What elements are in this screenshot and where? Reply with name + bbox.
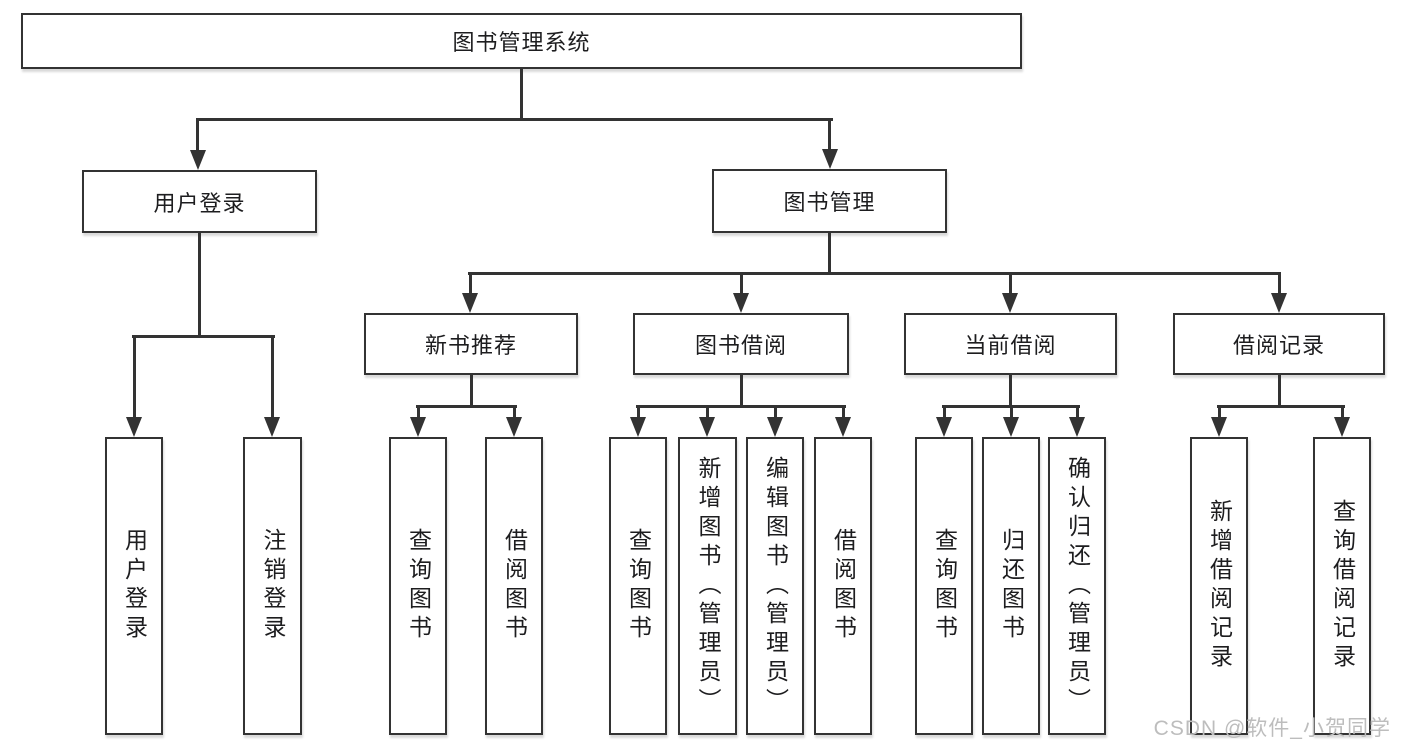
node-root-label: 图书管理系统 xyxy=(452,30,591,55)
leaf-edit-book-admin: 编辑图书（管理员） xyxy=(746,437,804,735)
arrow-down-icon xyxy=(126,417,142,437)
leaf-borrow-book-label: 借阅图书 xyxy=(501,528,528,644)
connector-line xyxy=(470,375,473,407)
connector-line xyxy=(828,233,831,274)
leaf-query-book-2-label: 查询图书 xyxy=(625,528,652,644)
connector-line xyxy=(1278,272,1281,295)
connector-line xyxy=(740,272,743,295)
connector-line xyxy=(706,405,709,419)
leaf-user-login-label: 用户登录 xyxy=(121,528,148,644)
connector-line xyxy=(468,272,1281,275)
arrow-down-icon xyxy=(1211,417,1227,437)
leaf-query-book-label: 查询图书 xyxy=(405,528,432,644)
connector-line xyxy=(520,69,523,118)
leaf-query-book-3-label: 查询图书 xyxy=(931,528,958,644)
leaf-add-borrow-record: 新增借阅记录 xyxy=(1190,437,1248,735)
arrow-down-icon xyxy=(264,417,280,437)
arrow-down-icon xyxy=(733,293,749,313)
leaf-borrow-book: 借阅图书 xyxy=(485,437,543,735)
leaf-query-borrow-record: 查询借阅记录 xyxy=(1313,437,1371,735)
arrow-down-icon xyxy=(1271,293,1287,313)
arrow-down-icon xyxy=(1002,293,1018,313)
leaf-add-borrow-record-label: 新增借阅记录 xyxy=(1206,499,1233,673)
connector-line xyxy=(469,272,472,295)
arrow-down-icon xyxy=(835,417,851,437)
arrow-down-icon xyxy=(462,293,478,313)
leaf-query-book-2: 查询图书 xyxy=(609,437,667,735)
connector-line xyxy=(842,405,845,419)
leaf-return-book: 归还图书 xyxy=(982,437,1040,735)
connector-line xyxy=(1010,405,1013,419)
connector-line xyxy=(196,118,199,152)
connector-line xyxy=(637,405,640,419)
leaf-borrow-book-2-label: 借阅图书 xyxy=(830,528,857,644)
node-book-borrow: 图书借阅 xyxy=(633,313,849,375)
leaf-edit-book-admin-label: 编辑图书（管理员） xyxy=(762,455,789,717)
node-book-borrow-label: 图书借阅 xyxy=(694,333,787,358)
arrow-down-icon xyxy=(699,417,715,437)
leaf-borrow-book-2: 借阅图书 xyxy=(814,437,872,735)
connector-line xyxy=(196,118,833,121)
arrow-down-icon xyxy=(630,417,646,437)
arrow-down-icon xyxy=(1069,417,1085,437)
connector-line xyxy=(198,233,201,337)
connector-line xyxy=(1009,375,1012,407)
leaf-logout: 注销登录 xyxy=(243,437,302,735)
connector-line xyxy=(774,405,777,419)
leaf-add-book-admin: 新增图书（管理员） xyxy=(678,437,737,735)
connector-line xyxy=(1217,405,1345,408)
connector-line xyxy=(132,335,275,338)
arrow-down-icon xyxy=(190,150,206,170)
node-current-borrow-label: 当前借阅 xyxy=(964,333,1057,358)
node-book-management-label: 图书管理 xyxy=(783,190,876,215)
connector-line xyxy=(513,405,516,419)
connector-line xyxy=(1076,405,1079,419)
arrow-down-icon xyxy=(506,417,522,437)
connector-line xyxy=(133,335,136,419)
node-borrow-records-label: 借阅记录 xyxy=(1232,333,1325,358)
connector-line xyxy=(416,405,517,408)
leaf-confirm-return-admin: 确认归还（管理员） xyxy=(1048,437,1106,735)
connector-line xyxy=(417,405,420,419)
node-borrow-records: 借阅记录 xyxy=(1173,313,1385,375)
connector-line xyxy=(1009,272,1012,295)
connector-line xyxy=(636,405,846,408)
node-new-book-recommend-label: 新书推荐 xyxy=(424,333,517,358)
arrow-down-icon xyxy=(822,149,838,169)
arrow-down-icon xyxy=(410,417,426,437)
leaf-return-book-label: 归还图书 xyxy=(998,528,1025,644)
leaf-add-book-admin-label: 新增图书（管理员） xyxy=(695,455,721,717)
leaf-user-login: 用户登录 xyxy=(105,437,163,735)
connector-line xyxy=(1341,405,1344,419)
node-book-management: 图书管理 xyxy=(712,169,947,233)
connector-line xyxy=(943,405,946,419)
connector-line xyxy=(1218,405,1221,419)
arrow-down-icon xyxy=(936,417,952,437)
arrow-down-icon xyxy=(767,417,783,437)
csdn-watermark: CSDN @软件_小贺同学 xyxy=(1153,717,1391,740)
node-user-login-label: 用户登录 xyxy=(153,190,246,216)
arrow-down-icon xyxy=(1003,417,1019,437)
node-current-borrow: 当前借阅 xyxy=(904,313,1117,375)
connector-line xyxy=(271,335,274,419)
node-root: 图书管理系统 xyxy=(21,13,1022,69)
leaf-confirm-return-admin-label: 确认归还（管理员） xyxy=(1064,455,1091,717)
node-user-login: 用户登录 xyxy=(82,170,317,233)
leaf-query-borrow-record-label: 查询借阅记录 xyxy=(1329,499,1356,673)
node-new-book-recommend: 新书推荐 xyxy=(364,313,578,375)
leaf-query-book: 查询图书 xyxy=(389,437,447,735)
leaf-query-book-3: 查询图书 xyxy=(915,437,973,735)
connector-line xyxy=(1278,375,1281,407)
arrow-down-icon xyxy=(1334,417,1350,437)
connector-line xyxy=(740,375,743,407)
leaf-logout-label: 注销登录 xyxy=(260,528,286,644)
connector-line xyxy=(828,118,831,152)
